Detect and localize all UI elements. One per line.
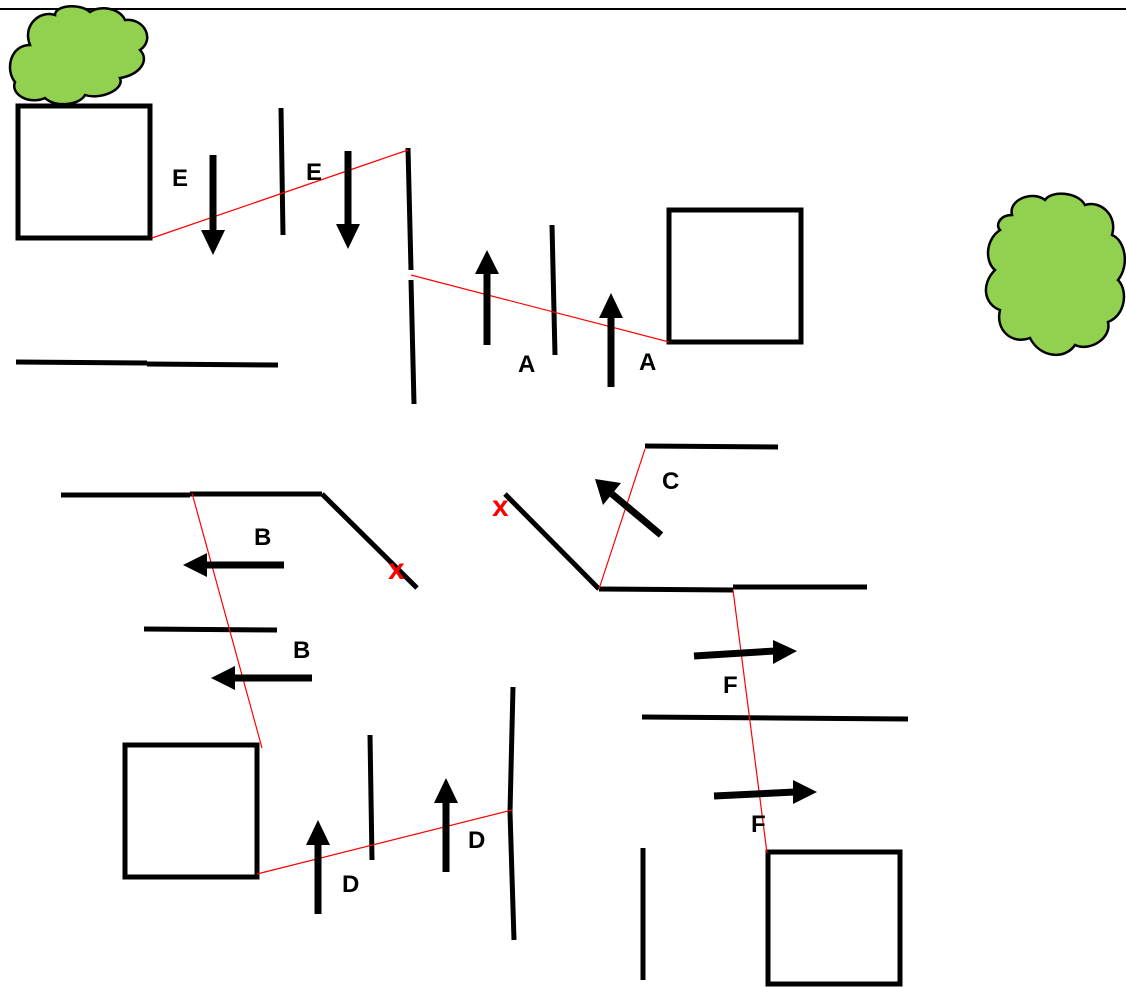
label-f: F [751,811,766,838]
label-e: E [306,159,322,186]
sight-line-f [732,589,768,854]
box-top-left [15,103,153,241]
wall [408,279,417,405]
wall [320,492,419,590]
wall [143,626,278,633]
label-e: E [172,165,188,192]
x-mark-icon: x [492,490,509,523]
sight-line-c [598,448,646,590]
wall [405,147,414,271]
label-b: B [254,524,271,551]
wall [278,107,286,236]
wall [146,361,279,368]
bush-icon [8,5,149,106]
label-d: D [468,827,485,854]
box-top-right [666,207,804,345]
arrow-icon [434,778,458,872]
box-bottom-right [765,849,903,987]
wall [503,492,601,591]
arrow-icon [306,820,330,914]
label-f: F [723,672,738,699]
arrow-icon [599,293,623,387]
label-a: A [639,349,656,376]
arrow-icon [475,250,499,345]
sight-line-d [256,809,513,875]
sight-line-e [151,149,409,239]
label-a: A [518,351,535,378]
label-d: D [342,871,359,898]
arrow-icon [693,640,797,664]
wall [507,811,517,941]
arrow-icon [201,155,225,255]
x-mark-icon: x [388,553,405,586]
bush-icon [984,192,1126,357]
label-b: B [293,637,310,664]
arrow-icon [211,666,312,690]
wall [549,224,558,356]
wall [15,359,148,366]
wall [774,715,909,722]
wall [641,714,776,721]
wall [507,686,516,813]
arrow-icon [183,553,284,577]
wall [367,734,375,861]
arrow-icon [595,479,664,538]
arrow-icon [713,780,817,804]
arrow-icon [336,151,360,249]
label-c: C [662,468,679,495]
sight-line-a [410,274,670,343]
wall [598,586,734,593]
wall [644,443,779,450]
sight-line-b [191,492,263,749]
box-bottom-left [122,742,260,880]
